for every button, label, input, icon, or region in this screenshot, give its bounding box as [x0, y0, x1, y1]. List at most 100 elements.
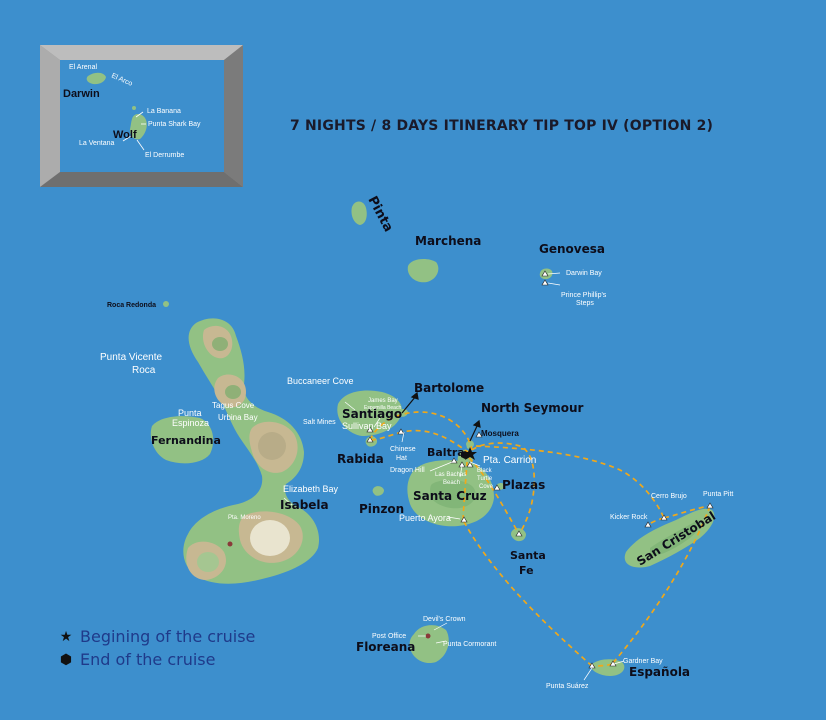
- site-label-tagus-cove: Tagus Cove: [212, 401, 255, 410]
- wolf-island: [129, 114, 147, 140]
- site-marker: [460, 516, 468, 523]
- island-label-espanola: Española: [629, 665, 690, 679]
- site-label-black-turtle-cove: Black: [477, 468, 493, 474]
- site-label-punta-espinoza: Punta: [178, 408, 202, 418]
- site-label-punta-suarez: Punta Suárez: [546, 683, 589, 690]
- marchena-island: [407, 258, 439, 283]
- island-label-genovesa: Genovesa: [539, 242, 605, 256]
- site-label-pta-carrion: Pta. Carrion: [483, 455, 536, 466]
- site-label-pta-moreno: Pta. Moreno: [228, 515, 261, 521]
- site-label-urbina-bay: Urbina Bay: [218, 413, 258, 422]
- pinta-island: [351, 201, 367, 225]
- site-label-prince-phillips: Prince Phillip's: [561, 292, 607, 299]
- site-marker: [541, 279, 549, 286]
- inset-site-label: La Ventana: [79, 140, 115, 147]
- site-marker: [466, 461, 474, 468]
- label-arrows: [401, 391, 481, 442]
- island-label-pinzon: Pinzon: [359, 502, 404, 516]
- fernandina-island: [150, 416, 214, 464]
- floreana-island: [409, 625, 449, 664]
- site-marker: [475, 431, 483, 438]
- site-label-chinese-hat: Chinese: [390, 446, 416, 453]
- site-label-james-bay: James Bay: [368, 398, 398, 404]
- pinzon-island: [372, 486, 384, 496]
- island-labels: Pinta Marchena Genovesa Isabela Fernandi…: [151, 194, 718, 679]
- site-label-sullivan-bay: Sullivan Bay: [342, 421, 392, 431]
- inset-site-label: El Arenal: [69, 64, 97, 71]
- site-label-black-turtle-cove: Turtle: [477, 476, 493, 482]
- site-marker: [660, 514, 668, 521]
- site-label-kicker-rock: Kicker Rock: [610, 514, 648, 521]
- site-label-prince-phillips: Steps: [576, 300, 594, 307]
- roca-redonda-island: [163, 301, 169, 307]
- site-label-chinese-hat: Hat: [396, 455, 407, 462]
- leader-lines: [283, 272, 625, 681]
- site-label-punta-cormorant: Punta Cormorant: [443, 641, 496, 648]
- site-label-espumilla-beach: Espumilla Beach: [364, 405, 401, 411]
- darwin-island: [86, 72, 106, 85]
- site-label-buccaneer-cove: Buccaneer Cove: [287, 376, 354, 386]
- site-marker: [450, 457, 458, 464]
- site-labels: Roca Redonda Darwin Bay Prince Phillip's…: [100, 270, 733, 690]
- island-label-rabida: Rabida: [337, 452, 384, 466]
- island-label-santa-cruz: Santa Cruz: [413, 489, 487, 503]
- site-markers: [366, 270, 714, 669]
- inset-site-label: El Derrumbe: [145, 152, 184, 159]
- site-label-black-turtle-cove: Cove: [479, 484, 494, 490]
- site-label-las-bachas: Beach: [443, 480, 460, 486]
- inset-site-label: La Banana: [147, 108, 181, 115]
- site-label-las-bachas: Las Bachas: [435, 472, 466, 478]
- cruise-end-marker: [461, 451, 469, 459]
- island-label-north-seymour: North Seymour: [481, 401, 584, 415]
- legend-start: ★ Begining of the cruise: [58, 627, 256, 646]
- island-label-fernandina: Fernandina: [151, 434, 221, 447]
- site-label-dragon-hill: Dragon Hill: [390, 467, 425, 474]
- inset-site-label: Punta Shark Bay: [148, 121, 201, 128]
- route-segment: [611, 505, 711, 665]
- santiago-island: [337, 390, 402, 436]
- site-marker: [366, 426, 374, 433]
- site-marker: [706, 502, 714, 509]
- island-label-isabela: Isabela: [280, 498, 329, 512]
- island-label-santiago: Santiago: [342, 407, 402, 421]
- legend-end: ⬢ End of the cruise: [58, 650, 216, 669]
- site-label-punta-espinoza: Espinoza: [172, 418, 209, 428]
- site-label-cerro-brujo: Cerro Brujo: [651, 493, 687, 500]
- site-label-gardner-bay: Gardner Bay: [623, 658, 663, 665]
- island-label-marchena: Marchena: [415, 234, 481, 248]
- hexagon-icon: ⬢: [59, 651, 73, 668]
- inset-map: El Arenal El Arco Darwin La Banana Punta…: [40, 45, 243, 187]
- site-marker: [644, 521, 652, 528]
- route-segment: [471, 442, 536, 535]
- site-label-punta-vicente: Roca: [132, 365, 156, 376]
- route-segment: [462, 519, 593, 667]
- site-marker: [397, 428, 405, 435]
- site-label-puerto-ayora: Puerto Ayora: [399, 513, 451, 523]
- site-label-salt-mines: Salt Mines: [303, 419, 336, 426]
- route-segment: [663, 505, 711, 519]
- route-segment: [468, 457, 520, 535]
- island-label-bartolome: Bartolome: [414, 381, 484, 395]
- site-marker: [515, 530, 523, 537]
- island-label-plazas: Plazas: [502, 478, 545, 492]
- site-label-roca-redonda: Roca Redonda: [107, 302, 156, 309]
- route-segment: [401, 429, 470, 454]
- island-label-santa-fe: Fe: [519, 564, 534, 577]
- site-label-mosquera: Mosquera: [481, 429, 519, 438]
- route-segment: [462, 461, 468, 521]
- site-label-punta-vicente: Punta Vicente: [100, 352, 163, 363]
- route-segment: [369, 411, 473, 451]
- inset-island-label: Darwin: [63, 88, 100, 100]
- site-marker: [493, 484, 501, 491]
- site-label-elizabeth-bay: Elizabeth Bay: [283, 484, 339, 494]
- star-icon: ★: [59, 628, 73, 645]
- site-label-punta-pitt: Punta Pitt: [703, 491, 733, 498]
- site-label-post-office: Post Office: [372, 633, 406, 640]
- site-marker: [366, 436, 374, 443]
- legend-start-label: Begining of the cruise: [80, 627, 256, 646]
- route-segment: [475, 445, 665, 519]
- inset-island-label: Wolf: [113, 129, 137, 141]
- island-label-santa-fe: Santa: [510, 549, 546, 562]
- site-label-darwin-bay: Darwin Bay: [566, 270, 602, 277]
